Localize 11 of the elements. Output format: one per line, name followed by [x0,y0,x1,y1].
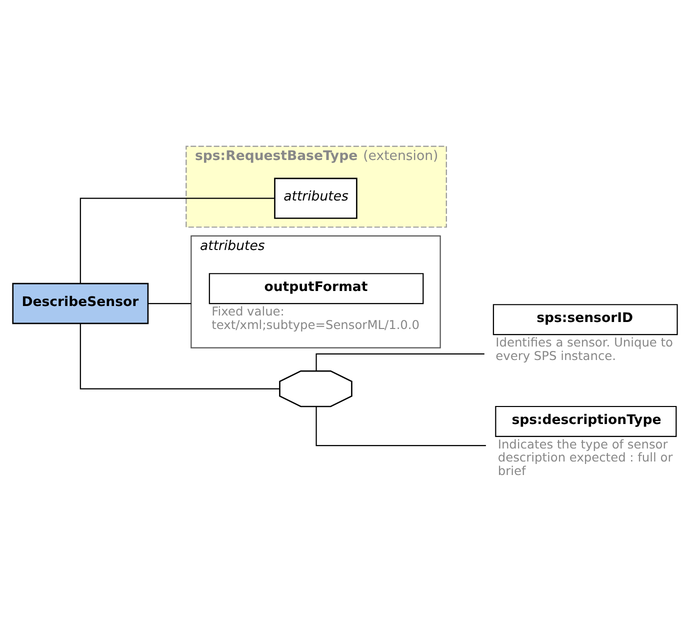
node-label: Identifies a sensor. Unique to every SPS instance. [496,334,674,362]
connector [80,197,275,283]
node-box: attributes [274,177,358,218]
node-label: Indicates the type of sensor description expected : full or brief [498,436,673,478]
node-octagon [279,370,352,407]
connector [80,323,280,389]
node-label: Fixed value: text/xml;subtype=SensorML/1.0.0 [212,304,420,332]
node-box: DescribeSensor [12,282,149,324]
connector [316,406,486,446]
connector [316,352,484,370]
connector [148,302,192,304]
